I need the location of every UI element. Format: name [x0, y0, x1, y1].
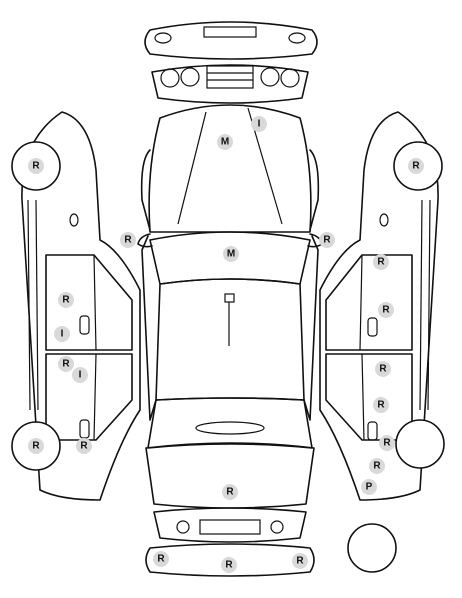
svg-text:M: M [221, 137, 229, 148]
car-top-body [140, 104, 320, 509]
svg-text:R: R [157, 554, 165, 565]
svg-text:R: R [62, 295, 70, 306]
left-rear-handle [79, 419, 90, 439]
svg-text:I: I [258, 119, 261, 130]
marker-left-rear-door-R[interactable]: R [58, 356, 74, 372]
svg-text:M: M [227, 249, 235, 260]
marker-left-front-door-I[interactable]: I [54, 326, 70, 342]
marker-right-front-door-top-R[interactable]: R [373, 254, 389, 270]
spare-wheel[interactable] [347, 523, 397, 573]
svg-text:R: R [323, 235, 331, 246]
rear-bumper[interactable] [145, 543, 315, 577]
rear-glass-oval [195, 421, 265, 435]
svg-text:R: R [62, 359, 70, 370]
hood[interactable] [148, 104, 312, 233]
marker-hood-I[interactable]: I [251, 116, 267, 132]
left-mirror[interactable] [137, 233, 153, 248]
marker-right-front-wheel-R[interactable]: R [408, 158, 424, 174]
marker-left-sill-R[interactable]: R [76, 438, 92, 454]
svg-text:R: R [124, 235, 132, 246]
right-fuel-cap [379, 213, 389, 227]
right-front-door[interactable] [325, 254, 413, 351]
marker-left-rear-wheel-R[interactable]: R [28, 438, 44, 454]
marker-mirror-left-R[interactable]: R [120, 232, 136, 248]
marker-right-rear-door-R[interactable]: R [373, 397, 389, 413]
marker-right-front-door-R[interactable]: R [378, 302, 394, 318]
marker-rear-bumper-right-R[interactable]: R [292, 553, 308, 569]
right-rear-handle [367, 421, 378, 441]
marker-right-rear-wheel-R[interactable]: R [379, 435, 395, 451]
marker-right-quarter-R[interactable]: R [369, 458, 385, 474]
svg-text:R: R [382, 305, 390, 316]
svg-text:R: R [80, 441, 88, 452]
trunk-lid[interactable] [145, 442, 315, 509]
marker-mirror-right-R[interactable]: R [319, 232, 335, 248]
marker-left-rear-door-I[interactable]: I [72, 367, 88, 383]
marker-left-front-wheel-R[interactable]: R [28, 158, 44, 174]
svg-text:R: R [377, 400, 385, 411]
svg-text:R: R [32, 441, 40, 452]
right-rear-door[interactable] [325, 353, 413, 441]
svg-text:R: R [373, 461, 381, 472]
rear-fascia[interactable] [153, 507, 307, 543]
left-front-handle [79, 315, 90, 335]
right-front-handle [367, 317, 378, 337]
svg-text:I: I [79, 370, 82, 381]
front-bumper[interactable] [144, 21, 318, 60]
svg-text:R: R [32, 161, 40, 172]
svg-text:R: R [412, 161, 420, 172]
svg-text:R: R [225, 560, 233, 571]
marker-windshield-M[interactable]: M [223, 246, 239, 262]
svg-text:R: R [379, 364, 387, 375]
antenna-base [224, 293, 235, 303]
marker-rear-bumper-center-R[interactable]: R [221, 557, 237, 573]
svg-text:R: R [226, 487, 234, 498]
svg-text:R: R [383, 438, 391, 449]
svg-text:R: R [377, 257, 385, 268]
right-rear-wheel[interactable] [395, 419, 445, 469]
svg-text:P: P [366, 482, 373, 493]
svg-text:R: R [296, 556, 304, 567]
marker-rear-bumper-left-R[interactable]: R [153, 551, 169, 567]
left-front-door[interactable] [45, 254, 133, 351]
svg-text:I: I [61, 329, 64, 340]
left-fuel-cap [69, 213, 79, 227]
roof[interactable] [155, 278, 305, 401]
marker-trunk-R[interactable]: R [222, 484, 238, 500]
front-fascia[interactable] [151, 64, 309, 104]
marker-right-quarter-P[interactable]: P [361, 479, 377, 495]
marker-right-rear-door-top-R[interactable]: R [375, 361, 391, 377]
marker-hood-M[interactable]: M [217, 134, 233, 150]
marker-left-front-door-R[interactable]: R [58, 292, 74, 308]
rear-window[interactable] [147, 397, 313, 449]
